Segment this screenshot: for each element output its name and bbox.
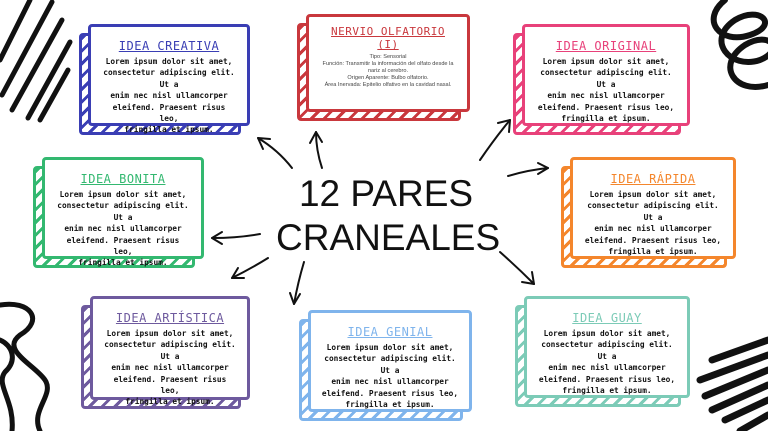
card-face: IDEA GENIAL Lorem ipsum dolor sit amet, …: [308, 310, 472, 412]
body-line: eleifend. Praesent risus leo,: [112, 102, 226, 124]
card-title: IDEA GUAY: [572, 311, 642, 325]
card-title: NERVIO OLFATORIO (I): [331, 25, 445, 51]
body-line: Lorem ipsum dolor sit amet,: [59, 190, 187, 199]
card-body: Lorem ipsum dolor sit amet, consectetur …: [535, 56, 677, 124]
body-line: fringilla et ipsum.: [608, 247, 698, 257]
idea-artistica-card: IDEA ARTÍSTICA Lorem ipsum dolor sit ame…: [81, 296, 250, 409]
body-line: enim nec nisl ullamcorper: [110, 91, 228, 101]
card-face: IDEA CREATIVA Lorem ipsum dolor sit amet…: [88, 24, 250, 134]
body-line: eleifend. Praesent risus leo,: [321, 388, 459, 398]
card-body: Lorem ipsum dolor sit amet, consectetur …: [101, 56, 237, 136]
body-line: eleifend. Praesent risus leo,: [584, 235, 722, 245]
body-line: enim nec nisl ullamcorper: [548, 363, 666, 373]
scribble-top-right: [710, 0, 768, 90]
idea-bonita-card: IDEA BONITA Lorem ipsum dolor sit amet, …: [33, 157, 204, 268]
card-title: IDEA BONITA: [80, 172, 166, 186]
arrow-to-rapida: [507, 162, 549, 177]
body-line: enim nec nisl ullamcorper: [111, 363, 229, 373]
card-body: Lorem ipsum dolor sit amet, consectetur …: [55, 189, 191, 269]
card-body: Lorem ipsum dolor sit amet, consectetur …: [321, 342, 459, 410]
scribble-top-left: [0, 0, 73, 123]
card-body: Lorem ipsum dolor sit amet, consectetur …: [537, 328, 677, 396]
nervio-line: Origen Aparente: Bulbo olfatorio.: [347, 75, 429, 81]
body-line: enim nec nisl ullamcorper: [547, 91, 665, 101]
body-line: eleifend. Praesent risus leo,: [538, 374, 676, 384]
arrow-to-creativa: [257, 137, 293, 169]
body-line: fringilla et ipsum.: [125, 397, 215, 407]
body-line: fringilla et ipsum.: [561, 114, 651, 124]
body-line: consectetur adipiscing elit. Ut a: [587, 201, 719, 222]
card-face: IDEA ORIGINAL Lorem ipsum dolor sit amet…: [522, 24, 690, 126]
body-line: eleifend. Praesent risus leo,: [66, 235, 180, 257]
body-line: enim nec nisl ullamcorper: [331, 377, 449, 387]
card-face: IDEA GUAY Lorem ipsum dolor sit amet, co…: [524, 296, 690, 398]
body-line: Lorem ipsum dolor sit amet,: [106, 329, 234, 338]
body-line: Lorem ipsum dolor sit amet,: [105, 57, 233, 66]
body-line: enim nec nisl ullamcorper: [594, 224, 712, 234]
arrow-to-guay: [499, 251, 535, 285]
card-title: IDEA ORIGINAL: [555, 39, 657, 53]
card-body: Lorem ipsum dolor sit amet, consectetur …: [103, 328, 237, 408]
idea-rapida-card: IDEA RÁPIDA Lorem ipsum dolor sit amet, …: [561, 157, 736, 268]
body-line: fringilla et ipsum.: [562, 386, 652, 396]
body-line: eleifend. Praesent risus leo,: [537, 102, 675, 112]
card-face: IDEA RÁPIDA Lorem ipsum dolor sit amet, …: [570, 157, 736, 259]
central-title-line2: CRANEALES: [276, 217, 501, 258]
central-title-line1: 12 PARES: [298, 173, 474, 214]
idea-guay-card: IDEA GUAY Lorem ipsum dolor sit amet, co…: [515, 296, 690, 407]
arrow-to-artistica: [231, 257, 269, 279]
body-line: enim nec nisl ullamcorper: [64, 224, 182, 234]
card-title: IDEA CREATIVA: [118, 39, 220, 53]
body-line: eleifend. Praesent risus leo,: [113, 374, 227, 396]
nervio-olfatorio-card: NERVIO OLFATORIO (I) Tipo: Sensorial Fun…: [297, 14, 470, 121]
body-line: Lorem ipsum dolor sit amet,: [326, 343, 454, 352]
arrow-to-nervio: [309, 131, 323, 169]
card-title: IDEA ARTÍSTICA: [115, 311, 225, 325]
nervio-line: Función: Transmitir la información del o…: [322, 61, 454, 67]
arrow-to-bonita: [211, 231, 261, 245]
nervio-line: Tipo: Sensorial: [369, 54, 407, 60]
arrow-to-genial: [289, 261, 305, 305]
body-line: fringilla et ipsum.: [124, 125, 214, 135]
body-line: consectetur adipiscing elit. Ut a: [324, 354, 456, 375]
idea-genial-card: IDEA GENIAL Lorem ipsum dolor sit amet, …: [299, 310, 472, 421]
arrow-to-original: [479, 119, 511, 161]
scribble-bottom-left: [0, 301, 50, 431]
card-body: Tipo: Sensorial Función: Transmitir la i…: [319, 54, 457, 89]
idea-original-card: IDEA ORIGINAL Lorem ipsum dolor sit amet…: [513, 24, 690, 135]
body-line: fringilla et ipsum.: [78, 258, 168, 268]
card-face: IDEA ARTÍSTICA Lorem ipsum dolor sit ame…: [90, 296, 250, 406]
scribble-bottom-right: [696, 336, 768, 431]
nervio-line: nariz al cerebro.: [367, 68, 409, 74]
body-line: Lorem ipsum dolor sit amet,: [589, 190, 717, 199]
idea-creativa-card: IDEA CREATIVA Lorem ipsum dolor sit amet…: [79, 24, 250, 135]
body-line: consectetur adipiscing elit. Ut a: [104, 340, 236, 361]
body-line: fringilla et ipsum.: [345, 400, 435, 410]
body-line: consectetur adipiscing elit. Ut a: [540, 68, 672, 89]
card-face: NERVIO OLFATORIO (I) Tipo: Sensorial Fun…: [306, 14, 470, 112]
body-line: consectetur adipiscing elit. Ut a: [57, 201, 189, 222]
body-line: Lorem ipsum dolor sit amet,: [542, 57, 670, 66]
arrows: [211, 119, 549, 305]
body-line: Lorem ipsum dolor sit amet,: [543, 329, 671, 338]
card-body: Lorem ipsum dolor sit amet, consectetur …: [583, 189, 723, 257]
central-title: 12 PARES CRANEALES: [276, 172, 501, 260]
card-title: IDEA GENIAL: [347, 325, 433, 339]
card-face: IDEA BONITA Lorem ipsum dolor sit amet, …: [42, 157, 204, 267]
body-line: consectetur adipiscing elit. Ut a: [541, 340, 673, 361]
card-title: IDEA RÁPIDA: [610, 172, 696, 186]
body-line: consectetur adipiscing elit. Ut a: [103, 68, 235, 89]
nervio-line: Área Inervada: Epitelio olfativo en la c…: [324, 82, 452, 88]
